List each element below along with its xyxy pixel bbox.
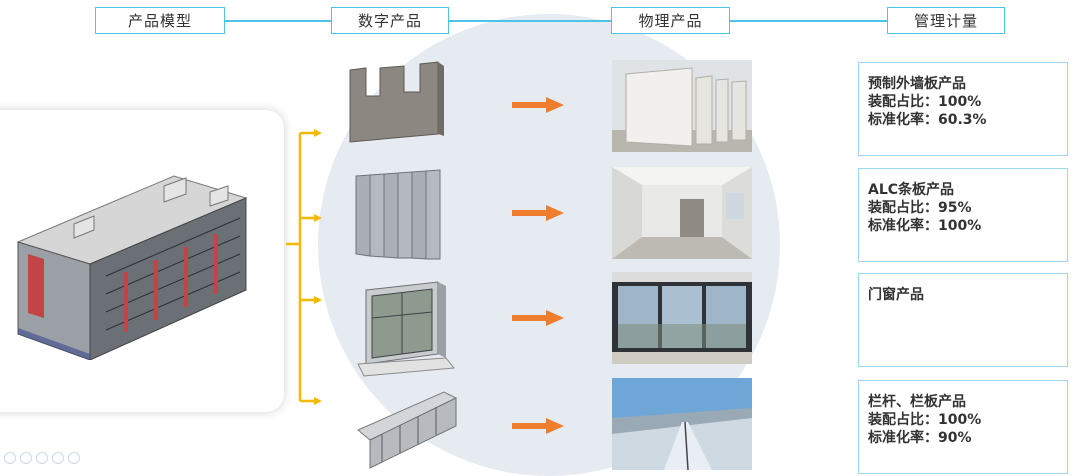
standardization-rate: 标准化率：100% (868, 218, 982, 234)
rooftop-railing-photo (612, 378, 752, 470)
info-box-railing: 栏杆、栏板产品 装配占比：100% 标准化率：90% (858, 380, 1068, 474)
assembly-ratio: 装配占比：100% (868, 412, 982, 428)
product-title: 栏杆、栏板产品 (868, 394, 966, 410)
info-box-window-door: 门窗产品 (858, 273, 1068, 367)
assembly-ratio: 装配占比：100% (868, 94, 982, 110)
railing-panel-icon (357, 391, 458, 469)
conversion-arrow (512, 418, 564, 434)
product-title: 预制外墙板产品 (868, 76, 966, 92)
standardization-rate: 标准化率：90% (868, 430, 972, 446)
slide-control-circle[interactable] (36, 452, 48, 464)
assembly-ratio: 装配占比：95% (868, 200, 972, 216)
product-title: ALC条板产品 (868, 182, 955, 198)
precast-wall-panel-icon (349, 61, 444, 143)
slide-control-circle[interactable] (52, 452, 64, 464)
slide-control-circle[interactable] (68, 452, 80, 464)
slide-controls (4, 452, 80, 464)
conversion-arrow (512, 310, 564, 326)
info-box-precast-wall: 预制外墙板产品 装配占比：100% 标准化率：60.3% (858, 62, 1068, 156)
header-digital-product: 数字产品 (331, 7, 449, 34)
alc-strip-panel-icon (355, 169, 441, 260)
header-physical-product: 物理产品 (611, 7, 730, 34)
header-connector (449, 20, 611, 22)
wall-panel-yard-photo (612, 60, 752, 152)
standardization-rate: 标准化率：60.3% (868, 112, 987, 128)
slide-control-circle[interactable] (20, 452, 32, 464)
alc-interior-room-photo (612, 167, 752, 259)
building-bim-model-icon (16, 175, 248, 360)
header-label: 数字产品 (357, 12, 422, 30)
window-door-unit-icon (357, 281, 455, 377)
header-label: 管理计量 (913, 12, 978, 30)
header-management: 管理计量 (887, 7, 1005, 34)
header-connector (225, 20, 331, 22)
header-label: 产品模型 (127, 12, 192, 30)
product-title: 门窗产品 (868, 287, 924, 303)
conversion-arrow (512, 97, 564, 113)
window-view-photo (612, 272, 752, 364)
header-label: 物理产品 (638, 12, 703, 30)
header-connector (730, 20, 887, 22)
info-box-alc-strip: ALC条板产品 装配占比：95% 标准化率：100% (858, 168, 1068, 262)
slide-control-circle[interactable] (4, 452, 16, 464)
header-product-model: 产品模型 (95, 7, 225, 34)
distribution-bracket (286, 129, 322, 405)
conversion-arrow (512, 205, 564, 221)
